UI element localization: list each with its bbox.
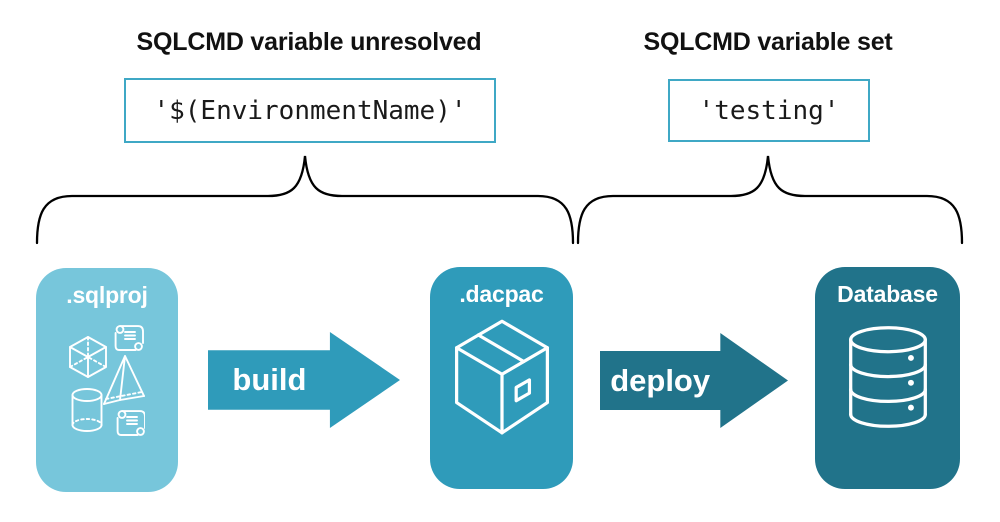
brace-left-icon <box>35 155 575 245</box>
scroll-icon <box>116 410 145 436</box>
code-value-unresolved: '$(EnvironmentName)' <box>153 95 467 126</box>
database-icon <box>849 326 927 428</box>
cylinder-icon <box>71 388 103 432</box>
heading-set: SQLCMD variable set <box>643 28 893 56</box>
code-value-set: 'testing' <box>698 95 840 126</box>
cube-icon <box>69 336 107 378</box>
pyramid-icon <box>103 355 145 405</box>
node-database-label: Database <box>837 281 938 307</box>
node-sqlproj: .sqlproj <box>36 268 178 492</box>
node-dacpac-label: .dacpac <box>459 281 544 307</box>
sql-objects-icon <box>69 325 145 436</box>
package-icon <box>455 319 549 435</box>
node-database: Database <box>815 267 960 489</box>
node-sqlproj-label: .sqlproj <box>66 282 148 308</box>
node-dacpac: .dacpac <box>430 267 573 489</box>
brace-right-icon <box>576 155 964 245</box>
code-box-set: 'testing' <box>668 79 870 142</box>
build-arrow: build <box>208 332 400 428</box>
code-box-unresolved: '$(EnvironmentName)' <box>124 78 496 143</box>
build-arrow-label: build <box>232 362 307 397</box>
deploy-arrow: deploy <box>600 333 788 428</box>
heading-unresolved: SQLCMD variable unresolved <box>136 28 482 56</box>
deploy-arrow-label: deploy <box>610 362 711 398</box>
scroll-icon <box>114 325 144 351</box>
